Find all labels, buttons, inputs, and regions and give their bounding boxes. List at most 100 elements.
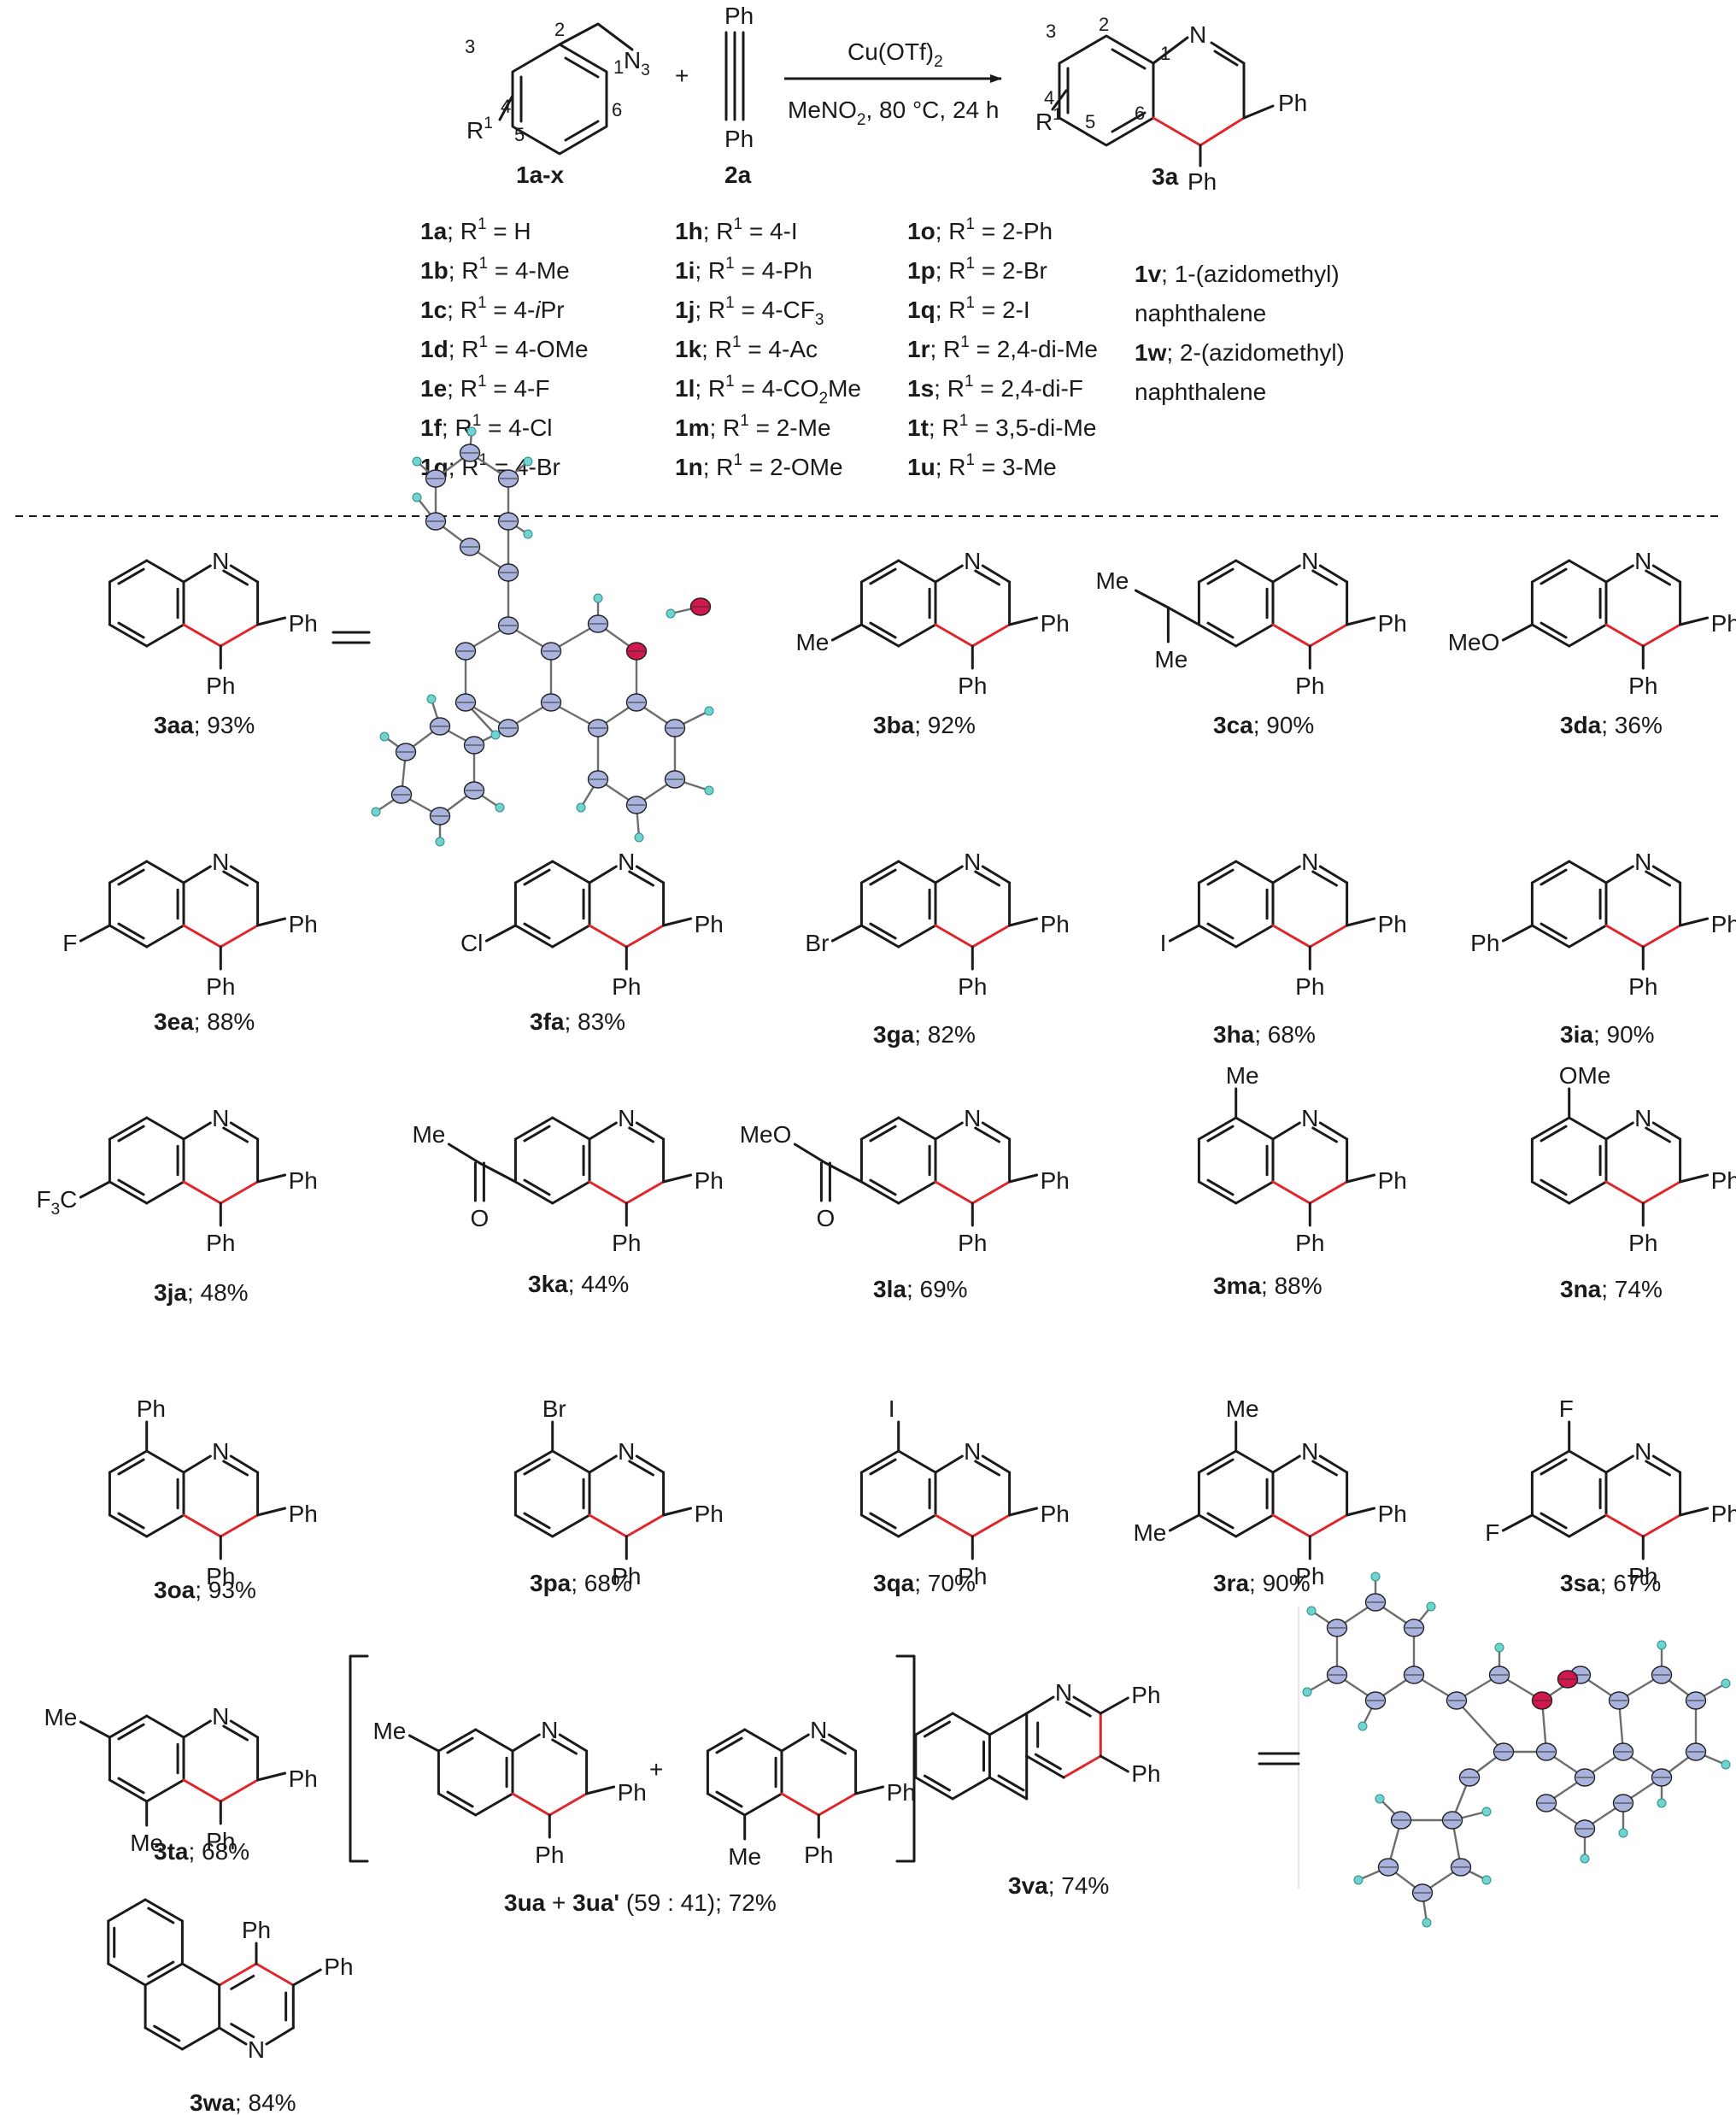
product-3a-structure: N Ph Ph 2 1 3 4 5 6 R1 3a <box>1035 14 1307 195</box>
n-atom-3la: N <box>964 1105 981 1131</box>
benzyl-azide-structure: N3 2 1 6 3 4 5 R1 1a-x <box>465 19 650 188</box>
ph4-3ca: Ph <box>1295 673 1324 699</box>
reactant-2-id: 2a <box>724 162 752 188</box>
reaction-scheme: N3 2 1 6 3 4 5 R1 1a-x + Ph Ph 2a Cu(OTf… <box>465 3 1307 195</box>
ph3-3ea: Ph <box>289 911 318 937</box>
c6-substituent-3ea: F <box>62 930 77 956</box>
xray-1-atom-40 <box>435 837 445 847</box>
ph3-3ma: Ph <box>1378 1167 1407 1194</box>
n-atom-3ba: N <box>964 548 981 574</box>
ring-number-2: 2 <box>554 19 565 40</box>
ph4-3pa: Ph <box>612 1563 641 1589</box>
ipr-me-bottom-3ca: Me <box>1154 646 1188 673</box>
xray-1-atom-31 <box>576 802 586 813</box>
xray-2-atom-30 <box>1721 1678 1731 1689</box>
xray-2-atom-28 <box>1494 1642 1504 1653</box>
substrate-entry-1h: 1h; R1 = 4-I <box>675 215 798 244</box>
ph4-3sa: Ph <box>1628 1563 1657 1589</box>
ph3-3pa: Ph <box>695 1501 724 1527</box>
substrate-entry-1l: 1l; R1 = 4-CO2Me <box>675 373 861 408</box>
xray-2-atom-36 <box>1302 1687 1312 1697</box>
reactant-1-id: 1a-x <box>516 162 564 188</box>
product-number-2: 2 <box>1099 14 1109 35</box>
ph1-3wa: Ph <box>242 1917 271 1943</box>
n-atom-3aa: N <box>212 548 229 574</box>
substrate-entry-1w: 1w; 2-(azidomethyl) <box>1135 339 1345 366</box>
ph4-3qa: Ph <box>958 1563 987 1589</box>
ring-number-3: 3 <box>465 36 475 57</box>
substrate-entry-1o: 1o; R1 = 2-Ph <box>907 215 1053 244</box>
xray-2-atom-38 <box>1370 1572 1381 1582</box>
alkyne-top-ph: Ph <box>724 3 754 29</box>
ph3-3ka: Ph <box>695 1167 724 1194</box>
n-atom-3ca: N <box>1301 548 1318 574</box>
substrate-entry-1i: 1i; R1 = 4-Ph <box>675 255 812 284</box>
substrate-entry-1p: 1p; R1 = 2-Br <box>907 255 1047 284</box>
product-number-5: 5 <box>1085 111 1095 132</box>
c6-substituent-3ha: I <box>1160 930 1167 956</box>
xray-structure-3va <box>1298 1572 1731 1928</box>
caption-3aa: 3aa; 93% <box>154 712 255 738</box>
ph4-3ha: Ph <box>1295 973 1324 1000</box>
xray-2-atom-43 <box>1353 1875 1364 1885</box>
n-atom-3oa: N <box>212 1438 229 1465</box>
substrate-entry-1r: 1r; R1 = 2,4-di-Me <box>907 333 1098 362</box>
catalyst-label: Cu(OTf)2 <box>847 38 943 71</box>
c6-substituent-3sa: F <box>1485 1519 1499 1546</box>
n-atom-3ga: N <box>964 849 981 875</box>
ph4-3va: Ph <box>1131 1760 1160 1787</box>
c8-substituent-3qa: I <box>889 1395 895 1422</box>
ph4-3ia: Ph <box>1628 973 1657 1000</box>
c5-substituent-3ta: Me <box>130 1830 163 1856</box>
ph3-3ta: Ph <box>289 1765 318 1792</box>
xray-1-atom-39 <box>371 807 381 817</box>
ph3-3la: Ph <box>1041 1167 1070 1194</box>
ph4-3la: Ph <box>958 1230 987 1256</box>
n-atom-3na: N <box>1634 1105 1651 1131</box>
substrate-entry-1b: 1b; R1 = 4-Me <box>420 255 570 284</box>
c5-substituent-3ua': Me <box>728 1843 761 1870</box>
xray-1-atom-33 <box>412 456 422 467</box>
mixture-bracket: + 3ua + 3ua' (59 : 41); 72% <box>349 1654 916 1916</box>
product-number-6: 6 <box>1135 103 1145 124</box>
xray-2-atom-39 <box>1426 1601 1436 1612</box>
caption-3oa: 3oa; 93% <box>154 1577 256 1603</box>
xray-1-atom-29 <box>704 785 714 796</box>
caption-3ka: 3ka; 44% <box>528 1271 629 1297</box>
plus-sign: + <box>675 62 689 89</box>
xray-1-atom-34 <box>466 426 477 437</box>
xray-2-bond-8 <box>1456 1700 1504 1753</box>
caption-3na: 3na; 74% <box>1560 1276 1663 1302</box>
xray-2-atom-32 <box>1657 1798 1667 1808</box>
ph4-3ka: Ph <box>612 1230 641 1256</box>
caption-3la: 3la; 69% <box>873 1276 968 1302</box>
ph3-3ca: Ph <box>1378 610 1407 637</box>
substrate-entry-1e: 1e; R1 = 4-F <box>420 373 549 402</box>
ph4-3oa: Ph <box>206 1563 235 1589</box>
c8-substituent-3ra: Me <box>1226 1395 1259 1422</box>
ester-meo-3la: MeO <box>740 1121 792 1148</box>
caption-3ja: 3ja; 48% <box>154 1279 249 1306</box>
ring-number-6: 6 <box>612 99 622 120</box>
substrate-entry-1q: 1q; R1 = 2-I <box>907 294 1030 323</box>
equals-sign-1 <box>331 631 371 644</box>
caption-3fa: 3fa; 83% <box>530 1008 625 1035</box>
xray-1-atom-27 <box>593 593 603 603</box>
caption-3pa: 3pa; 68% <box>530 1570 632 1596</box>
c6-substituent-3da: MeO <box>1448 629 1500 655</box>
ph4-3ua': Ph <box>804 1842 833 1868</box>
xray-2-atom-31 <box>1721 1760 1731 1770</box>
equals-sign-2 <box>1258 1752 1300 1765</box>
ph3-3ia: Ph <box>1711 911 1736 937</box>
